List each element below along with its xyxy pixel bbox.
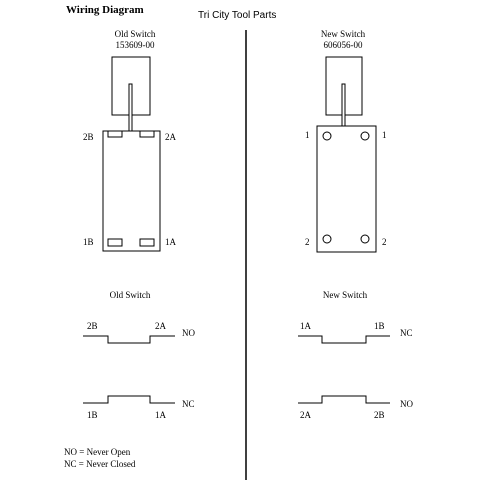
new-switch-circuit-nc-line [298, 335, 390, 344]
old-switch-housing [102, 130, 161, 252]
new-switch-terminal-bottom-left [322, 234, 332, 244]
new-switch-circuit-no-left: 2A [300, 410, 312, 420]
new-switch-plunger [341, 83, 346, 127]
old-switch-circuit-no-right: 2A [155, 321, 167, 331]
old-switch-label-bottom-right: 1A [165, 237, 177, 247]
old-switch-circuit-no [83, 335, 175, 344]
old-switch-label-top-right: 2A [165, 132, 177, 142]
new-switch-label-top-left: 1 [305, 130, 310, 140]
legend-no: NO = Never Open [64, 447, 131, 457]
old-switch-body [102, 56, 161, 252]
old-switch-circuit-nc-state: NC [182, 399, 195, 409]
new-switch-label-bottom-right: 2 [382, 237, 387, 247]
old-switch-label-bottom-left: 1B [83, 237, 94, 247]
old-switch-terminal-2b [107, 130, 123, 138]
new-switch-terminal-bottom-right [360, 234, 370, 244]
new-switch-circuit-nc-state: NC [400, 328, 413, 338]
old-switch-part-number: 153609-00 [116, 40, 155, 50]
old-switch-circuit-nc-line [83, 395, 175, 404]
old-switch-circuit-nc-right: 1A [155, 410, 167, 420]
new-switch-circuit-no-state: NO [400, 399, 413, 409]
diagram-title: Wiring Diagram [66, 4, 144, 16]
old-switch-terminal-1b [107, 238, 123, 247]
new-switch-circuit-no-right: 2B [374, 410, 385, 420]
old-switch-label-top-left: 2B [83, 132, 94, 142]
new-switch-circuit-no-line [298, 395, 390, 404]
new-switch-terminal-top-left [322, 131, 332, 141]
brand-name: Tri City Tool Parts [198, 10, 276, 21]
new-switch-part-number: 606056-00 [324, 40, 363, 50]
old-switch-circuit-no-state: NO [182, 328, 195, 338]
old-switch-circuit-nc-left: 1B [87, 410, 98, 420]
new-switch-circuit-nc-right: 1B [374, 321, 385, 331]
new-switch-circuit-nc-left: 1A [300, 321, 312, 331]
old-switch-circuit-nc [83, 395, 175, 404]
old-switch-circuit-no-line [83, 335, 175, 344]
legend-nc: NC = Never Closed [64, 459, 136, 469]
new-switch-terminal-top-right [360, 131, 370, 141]
new-switch-label-top-right: 1 [382, 130, 387, 140]
old-switch-circuit-no-left: 2B [87, 321, 98, 331]
new-switch-schematic-title: New Switch [323, 290, 368, 300]
new-switch-name: New Switch [321, 29, 366, 39]
new-switch-circuit-no [298, 395, 390, 404]
new-switch-circuit-nc [298, 335, 390, 344]
old-switch-terminal-1a [139, 238, 155, 247]
old-switch-schematic-title: Old Switch [110, 290, 151, 300]
old-switch-terminal-2a [139, 130, 155, 138]
new-switch-body [316, 56, 377, 253]
new-switch-housing [316, 125, 377, 253]
new-switch-label-bottom-left: 2 [305, 237, 310, 247]
old-switch-name: Old Switch [115, 29, 156, 39]
old-switch-plunger [128, 83, 133, 132]
